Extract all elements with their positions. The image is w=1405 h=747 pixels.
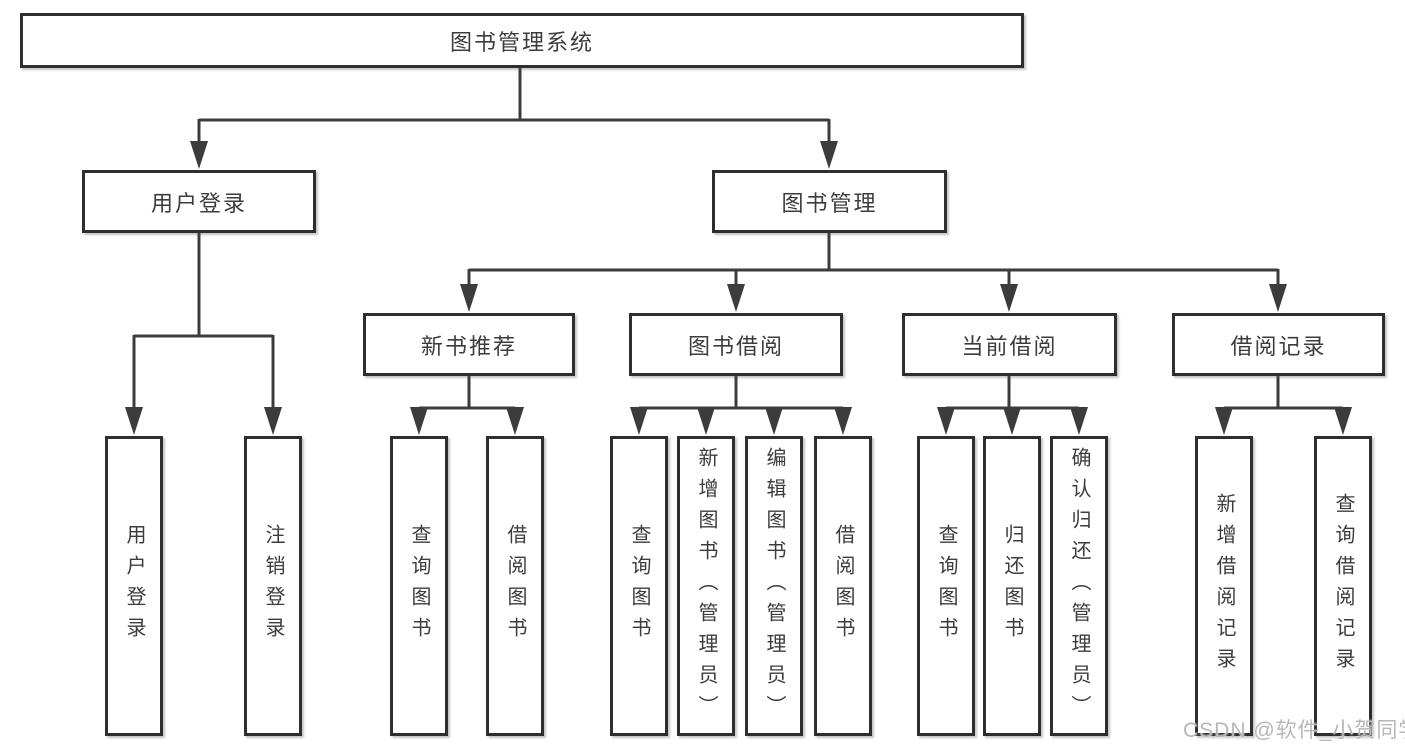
leaf-add-borrow-record: 新增借阅记录 <box>1195 436 1253 736</box>
node-label: 新增借阅记录 <box>1213 493 1235 679</box>
node-label: 查询借阅记录 <box>1332 493 1354 679</box>
node-book-management: 图书管理 <box>712 170 947 233</box>
node-label: 新增图书（管理员） <box>695 446 717 726</box>
node-label: 借阅图书 <box>504 524 526 648</box>
connector-root-to-level2 <box>190 68 838 169</box>
connector-current-borrowing-to-leaves <box>937 376 1088 435</box>
leaf-query-books-borrowing: 查询图书 <box>610 436 668 736</box>
node-label: 用户登录 <box>123 524 145 648</box>
leaf-query-books-recommend: 查询图书 <box>390 436 448 736</box>
node-label: 借阅记录 <box>1230 333 1327 359</box>
connector-new-book-rec-to-leaves <box>410 376 524 435</box>
node-label: 编辑图书（管理员） <box>763 446 785 726</box>
node-label: 图书管理 <box>781 190 878 216</box>
node-label: 用户登录 <box>150 190 247 216</box>
leaf-confirm-return-admin: 确认归还（管理员） <box>1050 436 1108 736</box>
node-label: 注销登录 <box>262 524 284 648</box>
node-label: 确认归还（管理员） <box>1068 446 1090 726</box>
connector-borrowing-records-to-leaves <box>1215 376 1352 435</box>
connector-user-login-to-leaves <box>125 233 282 435</box>
node-label: 当前借阅 <box>961 333 1058 359</box>
leaf-edit-books-admin: 编辑图书（管理员） <box>745 436 803 736</box>
leaf-logout: 注销登录 <box>244 436 302 736</box>
leaf-return-books: 归还图书 <box>983 436 1041 736</box>
leaf-borrow-books-borrowing: 借阅图书 <box>814 436 872 736</box>
node-label: 新书推荐 <box>420 333 517 359</box>
node-label: 借阅图书 <box>832 524 854 648</box>
node-label: 查询图书 <box>408 524 430 648</box>
connector-book-borrowing-to-leaves <box>630 376 852 435</box>
leaf-query-borrow-record: 查询借阅记录 <box>1314 436 1372 736</box>
node-new-book-recommend: 新书推荐 <box>363 313 575 376</box>
leaf-query-books-current: 查询图书 <box>917 436 975 736</box>
node-label: 归还图书 <box>1001 524 1023 648</box>
node-user-login: 用户登录 <box>82 170 316 233</box>
node-current-borrowing: 当前借阅 <box>902 313 1117 376</box>
node-root: 图书管理系统 <box>20 13 1024 68</box>
node-label: 图书借阅 <box>687 333 784 359</box>
node-label: 查询图书 <box>935 524 957 648</box>
csdn-watermark: CSDN @软件_小贺同学 <box>1183 719 1405 742</box>
node-label: 图书管理系统 <box>449 29 594 55</box>
leaf-add-books-admin: 新增图书（管理员） <box>677 436 735 736</box>
leaf-user-login: 用户登录 <box>105 436 163 736</box>
node-borrowing-records: 借阅记录 <box>1172 313 1385 376</box>
connector-book-mgmt-to-level3 <box>460 233 1287 312</box>
leaf-borrow-books-recommend: 借阅图书 <box>486 436 544 736</box>
node-book-borrowing: 图书借阅 <box>629 313 843 376</box>
node-label: 查询图书 <box>628 524 650 648</box>
